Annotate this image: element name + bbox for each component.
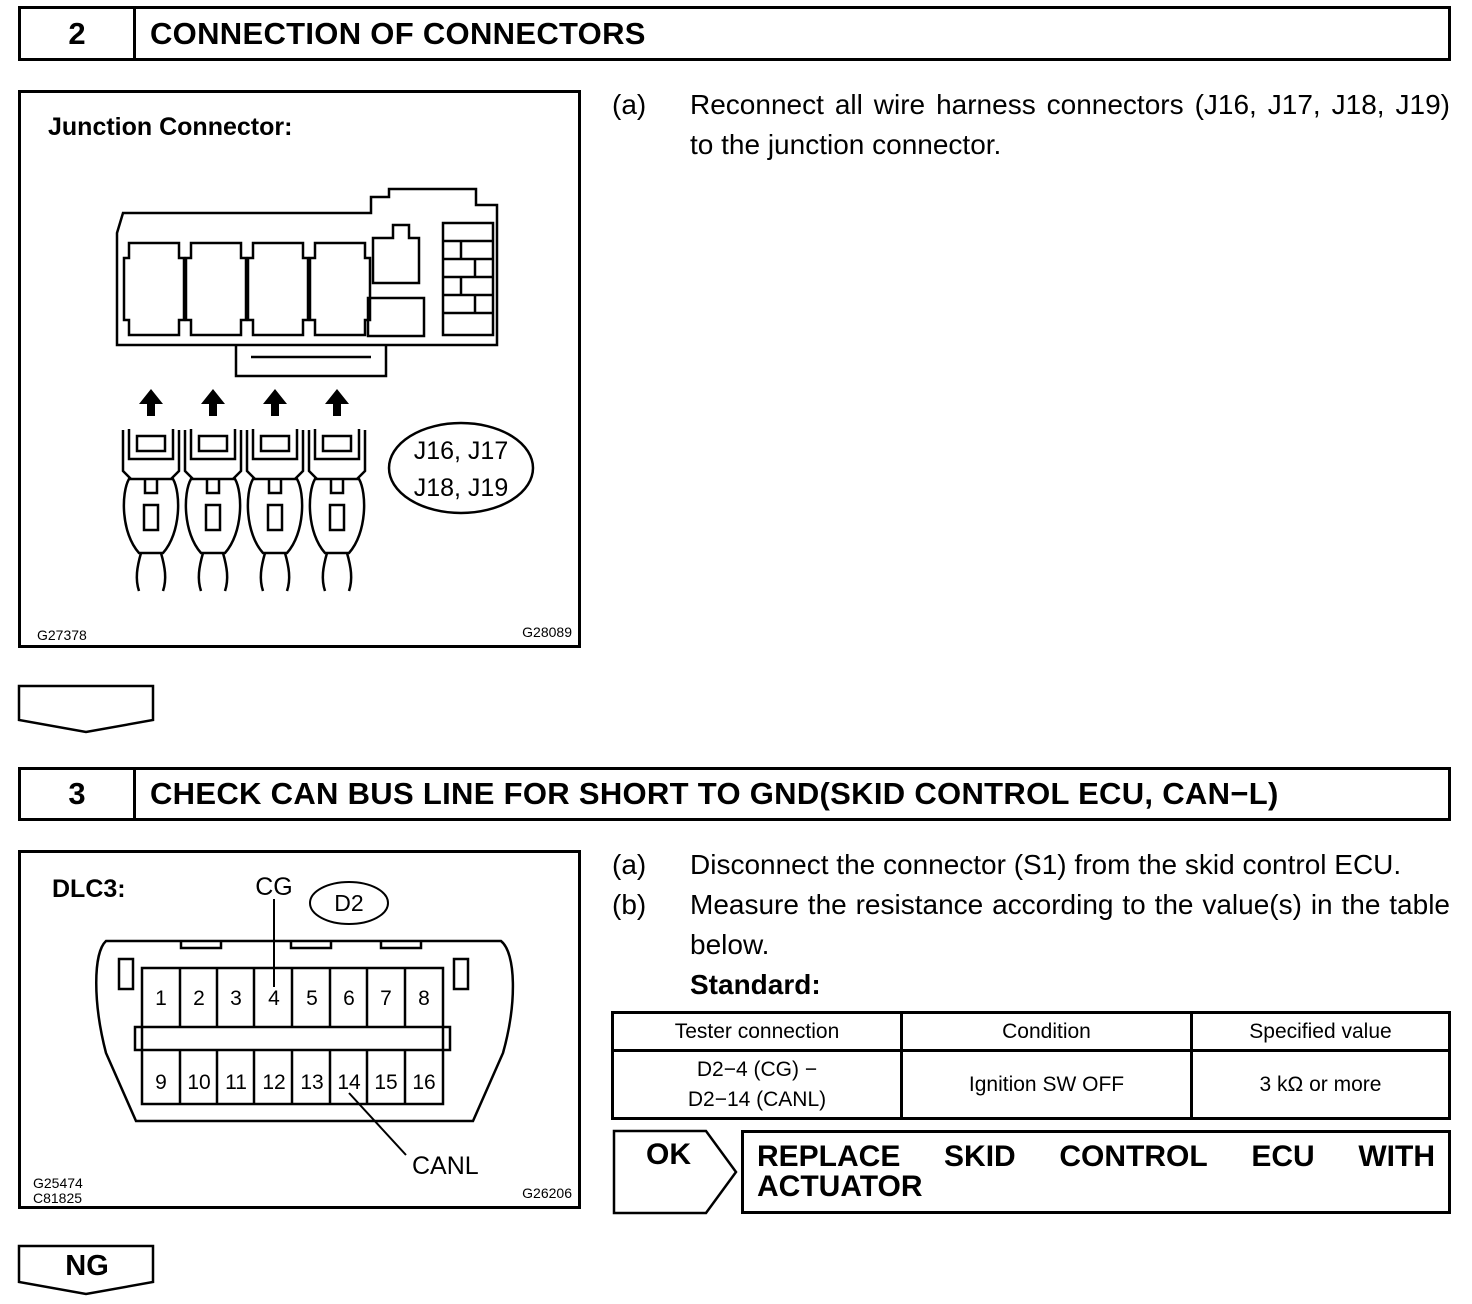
figure-code-left-1: G25474 — [33, 1175, 83, 1191]
ng-label: NG — [65, 1250, 109, 1282]
table-header: Condition — [900, 1011, 1193, 1052]
step-2-title: CONNECTION OF CONNECTORS — [150, 15, 646, 51]
step-2-header: 2 CONNECTION OF CONNECTORS — [18, 6, 1451, 61]
figure-code-right: G26206 — [522, 1185, 572, 1201]
dlc3-figure: DLC3: — [18, 850, 581, 1209]
figure-code-left: G27378 — [37, 627, 87, 643]
figure-label: Junction Connector: — [48, 113, 293, 141]
harness-connectors — [121, 421, 535, 592]
insertion-arrows — [139, 389, 349, 416]
result-line-2: ACTUATOR — [757, 1170, 923, 1203]
pin-12: 12 — [262, 1071, 285, 1094]
pin-9: 9 — [155, 1071, 167, 1094]
pin-4: 4 — [268, 987, 280, 1010]
instruction-marker: (a) — [612, 849, 647, 880]
ng-flow-arrow — [17, 1244, 155, 1296]
pin-16: 16 — [412, 1071, 435, 1094]
result-line-1: REPLACE SKID CONTROL ECU WITH — [757, 1141, 1435, 1173]
ok-arrow — [612, 1129, 738, 1215]
spec-table: Tester connection Condition Specified va… — [611, 1011, 1451, 1120]
pin-7: 7 — [380, 987, 392, 1010]
instruction-marker: (a) — [612, 89, 647, 120]
canl-label: CANL — [412, 1152, 479, 1180]
step-3-title: CHECK CAN BUS LINE FOR SHORT TO GND(SKID… — [150, 776, 1279, 811]
step-3-instruction-b: (b) Measure the resistance according to … — [612, 885, 1450, 965]
instruction-marker: (b) — [612, 889, 647, 920]
pin-1: 1 — [155, 987, 167, 1010]
result-word: SKID — [944, 1140, 1016, 1173]
dlc3-connector-illustration: 1 2 3 4 5 6 7 8 9 10 11 12 13 14 15 16 C… — [95, 873, 515, 1180]
callout-line-1: J16, J17 — [414, 437, 509, 465]
pin-6: 6 — [343, 987, 355, 1010]
table-cell-specified: 3 kΩ or more — [1190, 1049, 1451, 1120]
flow-arrow-blank — [17, 684, 155, 734]
standard-label: Standard: — [690, 969, 821, 1000]
ok-label: OK — [646, 1138, 691, 1171]
figure-code-right: G28089 — [522, 624, 572, 640]
ok-result-box: REPLACE SKID CONTROL ECU WITH ACTUATOR — [741, 1130, 1451, 1214]
result-word: WITH — [1358, 1140, 1435, 1173]
pin-13: 13 — [300, 1071, 323, 1094]
pin-dividers — [178, 968, 407, 1104]
instruction-text: Reconnect all wire harness connectors (J… — [690, 89, 1450, 160]
pin-2: 2 — [193, 987, 205, 1010]
result-word: ECU — [1251, 1140, 1315, 1173]
figure-label: DLC3: — [52, 875, 126, 903]
pin-10: 10 — [187, 1071, 210, 1094]
cg-label: CG — [255, 873, 293, 901]
step-3-number: 3 — [21, 770, 136, 818]
result-word: REPLACE — [757, 1140, 901, 1173]
table-header: Tester connection — [611, 1011, 903, 1052]
step-3-header: 3 CHECK CAN BUS LINE FOR SHORT TO GND(SK… — [18, 767, 1451, 821]
callout-line-2: J18, J19 — [414, 474, 509, 502]
pin-3: 3 — [230, 987, 242, 1010]
pin-5: 5 — [306, 987, 318, 1010]
table-cell-tester: D2−4 (CG) − D2−14 (CANL) — [611, 1049, 903, 1120]
table-cell-condition: Ignition SW OFF — [900, 1049, 1193, 1120]
table-row: D2−4 (CG) − D2−14 (CANL) Ignition SW OFF… — [611, 1049, 1451, 1120]
table-header-row: Tester connection Condition Specified va… — [611, 1011, 1451, 1052]
tester-line-1: D2−4 (CG) − — [696, 1057, 818, 1081]
step-2-number: 2 — [21, 9, 136, 58]
junction-connector-illustration: J16, J17 J18, J19 — [115, 187, 535, 592]
figure-code-left-2: C81825 — [33, 1190, 83, 1206]
step-3-instruction-a: (a) Disconnect the connector (S1) from t… — [612, 845, 1450, 885]
connector-id-label: D2 — [334, 890, 363, 916]
tester-line-2: D2−14 (CANL) — [687, 1087, 827, 1111]
pin-14: 14 — [337, 1071, 361, 1094]
instruction-text: Disconnect the connector (S1) from the s… — [690, 849, 1402, 880]
pin-11: 11 — [225, 1071, 247, 1094]
step-2-instruction-a: (a) Reconnect all wire harness connector… — [612, 85, 1450, 175]
pin-8: 8 — [418, 987, 430, 1010]
result-word: CONTROL — [1059, 1140, 1208, 1173]
instruction-text: Measure the resistance according to the … — [690, 889, 1450, 960]
junction-connector-figure: Junction Connector: — [18, 90, 581, 648]
pin-15: 15 — [374, 1071, 397, 1094]
table-header: Specified value — [1190, 1011, 1451, 1052]
